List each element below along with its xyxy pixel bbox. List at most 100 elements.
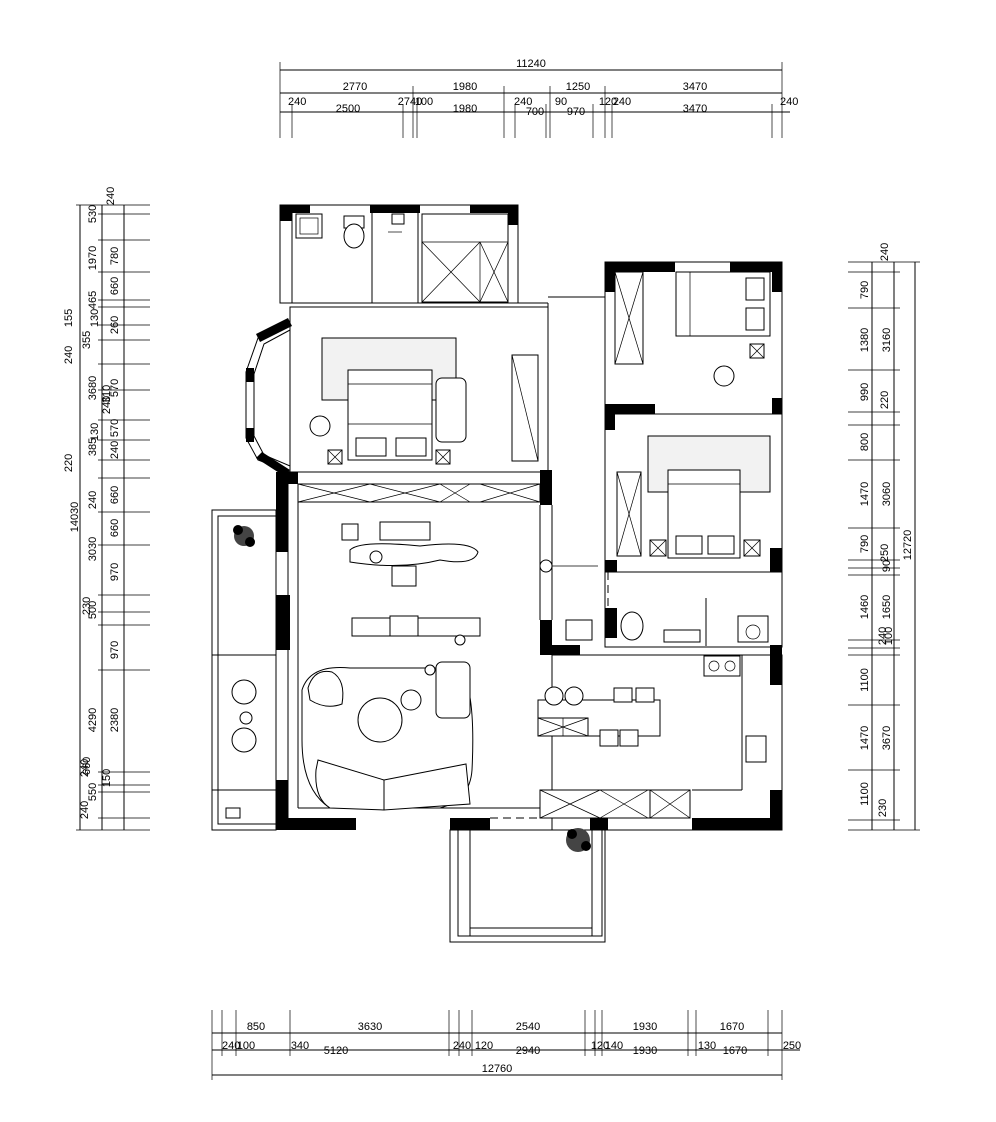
left-dim: 660 [109,277,121,295]
top-dim: 240 [514,96,532,108]
left-dim-overall: 14030 [69,502,81,533]
left-dim: 240 [101,396,113,414]
left-dim: 385 [87,438,99,456]
plant-icon [233,525,255,547]
top-overall-dim: 11240 [516,58,546,70]
right-dim: 3670 [881,726,893,750]
left-dim: 240 [79,759,91,777]
left-dim: 150 [101,769,113,787]
wall-cabinet [297,483,541,503]
right-dim: 990 [859,383,871,401]
left-dim: 130 [89,309,101,327]
left-dim: 570 [109,379,121,397]
top-dim: 1250 [566,81,590,93]
plant-icon [566,828,591,852]
desk [349,543,479,567]
bottom-dimensions: 850 3630 2540 1930 1670 240 100 340 5120… [211,1010,801,1080]
left-dim: 2380 [109,708,121,732]
top-dim: 2740 [398,96,422,108]
right-dim: 1460 [859,595,871,619]
left-dim: 155 [63,309,75,327]
top-dim: 1980 [453,103,477,115]
coffee-table [357,697,403,743]
bottom-dim: 140 [605,1040,623,1052]
bottom-dim: 2940 [516,1045,540,1057]
bottom-dim: 1930 [633,1021,657,1033]
bottom-dim: 1670 [720,1021,744,1033]
left-dim: 970 [109,563,121,581]
left-dim: 3030 [87,537,99,561]
right-dim: 1380 [859,328,871,352]
left-dim: 130 [89,423,101,441]
top-dim: 2500 [336,103,360,115]
right-dim: 1470 [859,482,871,506]
top-dim: 90 [555,96,567,108]
left-dim: 4290 [87,708,99,732]
top-dim: 1980 [453,81,477,93]
top-dim: 240 [288,96,306,108]
armchair [435,377,467,443]
bottom-dim: 340 [291,1040,309,1052]
right-dim: 1470 [859,726,871,750]
bottom-dim: 240 [222,1040,240,1052]
right-dim: 1100 [859,668,871,692]
faucet-icon [391,213,405,225]
top-dim: 120 [599,96,617,108]
lounge-chair [307,670,344,707]
chair [379,521,431,541]
left-dim: 240 [63,346,75,364]
right-dim: 790 [859,281,871,299]
left-dim: 550 [87,783,99,801]
bottom-dim: 240 [453,1040,471,1052]
right-dim: 3060 [881,482,893,506]
top-dim: 240 [780,96,798,108]
right-dim: 1100 [859,782,871,806]
top-dim: 100 [415,96,433,108]
bottom-dim: 3630 [358,1021,382,1033]
bottom-dim: 5120 [324,1045,348,1057]
left-dim: 240 [109,441,121,459]
chair [231,727,257,753]
left-dim: 660 [109,519,121,537]
bottom-dim: 250 [783,1040,801,1052]
left-dim: 230 [81,597,93,615]
top-dim: 3470 [683,81,707,93]
right-dim: 220 [879,391,891,409]
bottom-dim: 120 [475,1040,493,1052]
right-dim: 250 [879,544,891,562]
stove-icon [703,655,741,677]
bottom-dim: 850 [247,1021,265,1033]
top-dim: 240 [613,96,631,108]
top-dim: 700 [526,106,544,118]
left-dim: 310 [101,385,113,403]
left-dim: 3680 [87,376,99,400]
sofa [315,759,385,811]
right-dim: 240 [879,243,891,261]
left-dim: 570 [109,419,121,437]
left-dim: 355 [81,331,93,349]
lamp-icon [454,634,466,646]
right-dim: 100 [883,627,895,645]
left-dim: 780 [109,247,121,265]
door-openings [287,296,770,910]
left-dim: 240 [79,801,91,819]
left-dim: 240 [87,491,99,509]
right-dim: 3160 [881,328,893,352]
top-dim: 3470 [683,103,707,115]
right-dim-overall: 12720 [902,530,914,561]
right-dim: 790 [859,535,871,553]
left-dim: 500 [87,601,99,619]
bottom-overall-dim: 12760 [482,1063,513,1075]
left-dimensions: 155 240 220 14030 530 1970 465 130 355 3… [63,187,150,831]
right-dim: 240 [877,627,889,645]
sink-icon [565,619,593,641]
right-dim: 1650 [881,595,893,619]
right-dim: 230 [877,799,889,817]
bottom-dim: 130 [698,1040,716,1052]
toilet-icon [620,611,644,641]
armchair [435,661,471,719]
left-dim: 970 [109,641,121,659]
left-dim: 660 [109,486,121,504]
right-dimensions: 240 790 1380 3160 990 220 800 1470 3060 … [848,243,920,831]
left-dim: 465 [87,291,99,309]
